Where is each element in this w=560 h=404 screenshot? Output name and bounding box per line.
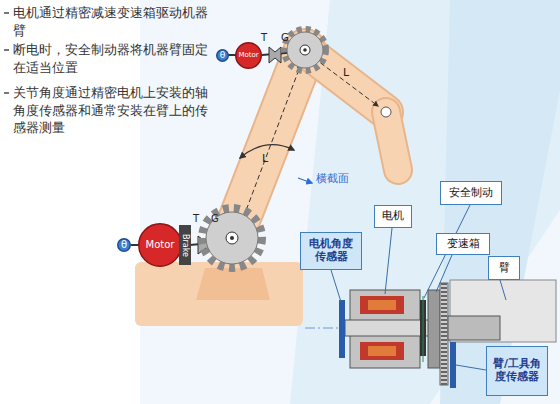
- arm-sensor-disc: [450, 342, 456, 388]
- gear: [284, 29, 326, 71]
- torque-label: T: [193, 212, 205, 226]
- motor-stator: [360, 296, 404, 314]
- gear-label: G: [211, 212, 223, 226]
- forearm: [386, 112, 398, 170]
- length-label: L: [262, 152, 274, 167]
- gear-teeth: [441, 283, 447, 385]
- leader-line: [500, 280, 506, 300]
- gearbox: [428, 290, 440, 368]
- node-text: 臂/工具角度传感器: [487, 358, 547, 383]
- bullet-marker: [4, 49, 9, 51]
- brake-line: [423, 296, 424, 362]
- output-shaft: [448, 316, 500, 340]
- circle-shape: [217, 50, 229, 62]
- leader-line: [385, 228, 392, 294]
- node-text: Motor: [146, 239, 175, 251]
- node-text: 臂: [496, 262, 513, 275]
- gear: [206, 212, 258, 264]
- node-text: θ: [121, 239, 127, 251]
- node-text: 电机: [379, 210, 407, 223]
- lower-arm: [232, 50, 305, 238]
- length-dimension: [238, 64, 301, 232]
- node-text: 变速箱: [444, 238, 483, 251]
- motor-circle: Motor: [235, 42, 262, 69]
- bullet-marker: [4, 92, 9, 94]
- section-label: 横截面: [316, 172, 376, 187]
- brake-box: Brake: [179, 225, 191, 265]
- bullet-marker: [4, 12, 9, 14]
- gear-plate: [440, 283, 448, 385]
- gear-hub: [300, 45, 310, 55]
- robot-pedestal: [196, 268, 270, 300]
- node-text: Brake: [180, 234, 189, 257]
- circle-shape: [236, 43, 262, 69]
- robot-base: [135, 262, 303, 326]
- node-text: 电机角度传感器: [301, 238, 361, 263]
- sensor-callout: 电机角度传感器: [300, 232, 362, 270]
- angle-symbol: θ: [216, 49, 229, 62]
- bullet-text: 关节角度通过精密电机上安装的轴角度传感器和通常安装在臂上的传感器测量: [13, 84, 213, 137]
- angle-symbol: θ: [117, 238, 131, 252]
- elbow-pin: [381, 107, 391, 117]
- background: [140, 0, 560, 404]
- gear-hub: [303, 48, 307, 52]
- sensor-callout: 臂/工具角度传感器: [486, 346, 548, 396]
- callout-box: 臂: [488, 256, 520, 280]
- bullet-text: 电机通过精密减速变速箱驱动机器臂: [13, 4, 213, 39]
- gear-hub: [230, 236, 234, 240]
- leader-line: [456, 365, 486, 370]
- bullet-text: 断电时，安全制动器将机器臂固定在适当位置: [13, 41, 213, 76]
- callout-box: 变速箱: [436, 233, 490, 255]
- length-label: L: [343, 66, 355, 81]
- callout-box: 安全制动: [440, 181, 502, 205]
- lower-arm: [232, 50, 305, 238]
- torque-label: T: [261, 31, 273, 45]
- motor-sensor-disc: [339, 300, 345, 358]
- section-pointer: [298, 178, 312, 183]
- gear: [287, 32, 323, 68]
- gear: [202, 208, 262, 268]
- coupling: [269, 47, 281, 63]
- node-text: Motor: [238, 51, 258, 59]
- motor-circle: Motor: [138, 223, 182, 267]
- gear-hub: [226, 232, 238, 244]
- background-band: [290, 0, 560, 404]
- forearm: [386, 112, 398, 170]
- motor-coil: [368, 300, 396, 310]
- node-text: 安全制动: [446, 187, 496, 200]
- circle-shape: [118, 239, 131, 252]
- leader-line: [436, 255, 452, 292]
- motor-stator: [360, 342, 404, 360]
- gear-label: G: [281, 31, 293, 45]
- callout-box: 电机: [374, 205, 412, 228]
- background-band: [440, 0, 560, 404]
- node-text: θ: [220, 50, 226, 60]
- leader-line: [331, 270, 341, 302]
- circle-shape: [139, 224, 182, 267]
- length-dimension: [314, 58, 378, 106]
- motor-coil: [368, 346, 396, 356]
